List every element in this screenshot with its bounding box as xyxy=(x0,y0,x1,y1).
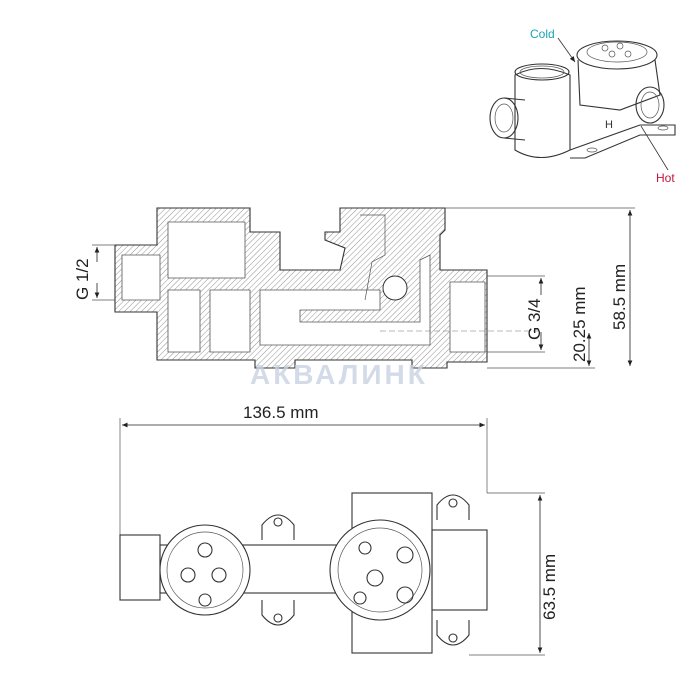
cold-label: Cold xyxy=(530,27,555,41)
section-view: G 1/2 G 3/4 20.25 mm 58.5 mm xyxy=(73,207,635,369)
total-height-dimension: 58.5 mm xyxy=(610,264,629,330)
outlet-thread-label: G 3/4 xyxy=(525,298,544,340)
h-mark: H xyxy=(605,119,613,131)
isometric-view: H Cold Hot xyxy=(489,27,676,185)
inlet-thread-label: G 1/2 xyxy=(73,258,92,300)
bottom-view: 136.5 mm 63.5 mm xyxy=(119,403,559,656)
total-length-dimension: 136.5 mm xyxy=(243,403,319,422)
outlet-height-dimension: 20.25 mm xyxy=(570,286,589,362)
depth-dimension: 63.5 mm xyxy=(540,554,559,620)
watermark: АКВАЛИНК xyxy=(250,359,428,390)
hot-label: Hot xyxy=(656,171,675,185)
